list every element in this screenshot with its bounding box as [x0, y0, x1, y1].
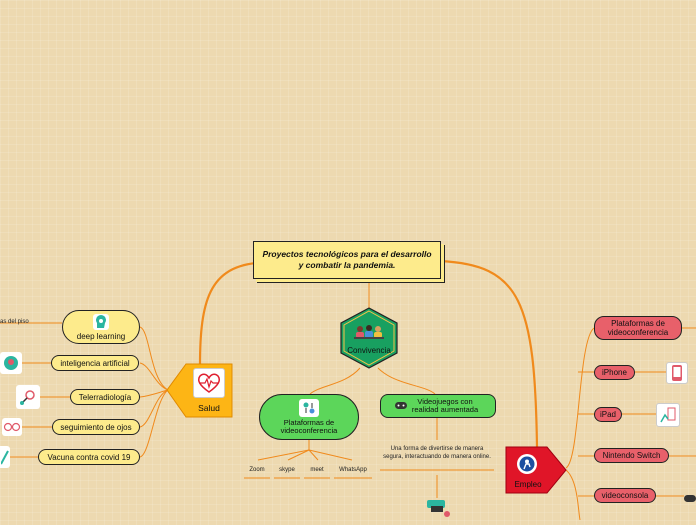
video-call-icon	[299, 398, 319, 417]
videojuegos-label: Videojuegos con realidad aumentada	[411, 396, 479, 414]
telerradiologia-label: Telerradiología	[78, 392, 132, 402]
network-search-icon	[16, 385, 40, 409]
salud-node[interactable]: Salud	[166, 363, 233, 418]
vacuna-label: Vacuna contra covid 19	[47, 452, 131, 462]
sub-skype[interactable]: skype	[279, 467, 295, 473]
empleo-node[interactable]: Empleo	[505, 446, 567, 494]
salud-item-telerradiologia[interactable]: Telerradiología	[70, 389, 140, 405]
nintendo-switch-label: Nintendo Switch	[602, 451, 661, 460]
convivencia-label: Convivencia	[347, 346, 391, 355]
heartbeat-icon	[193, 368, 225, 398]
empleo-item-iphone[interactable]: iPhone	[594, 365, 635, 380]
syringe-icon	[0, 446, 10, 468]
empleo-item-nintendo-switch[interactable]: Nintendo Switch	[594, 448, 669, 463]
salud-label: Salud	[198, 403, 220, 413]
seguimiento-de-ojos-label: seguimiento de ojos	[60, 422, 132, 432]
videoconsola-label: videoconsola	[601, 491, 649, 500]
gamepad-icon	[395, 401, 407, 413]
iphone-label: iPhone	[602, 368, 627, 377]
empleo-plataformas-label: Plataformas de videoconferencia	[607, 319, 669, 337]
salud-item-deep-learning[interactable]: deep learning	[62, 310, 140, 344]
head-brain-icon	[93, 313, 109, 330]
deep-learning-label: deep learning	[76, 331, 126, 341]
videojuegos-description: Una forma de divertirse de manera segura…	[383, 446, 491, 460]
salud-item-inteligencia-artificial[interactable]: inteligencia artificial	[51, 355, 139, 371]
plataformas-label: Plataformas de videoconferencia	[280, 417, 338, 435]
sub-meet[interactable]: meet	[310, 467, 324, 473]
salud-item-seguimiento-de-ojos[interactable]: seguimiento de ojos	[52, 419, 140, 435]
empleo-item-plataformas[interactable]: Plataformas de videoconferencia	[594, 316, 682, 340]
tablet-chart-icon	[656, 403, 680, 427]
plataformas-node[interactable]: Plataformas de videoconferencia	[259, 394, 359, 440]
central-topic[interactable]: Proyectos tecnológicos para el desarroll…	[253, 241, 441, 279]
ipad-label: iPad	[599, 410, 616, 419]
sub-whatsapp[interactable]: WhatsApp	[339, 467, 367, 473]
vr-headset-icon	[423, 498, 451, 520]
sub-zoom[interactable]: Zoom	[249, 467, 265, 473]
empleo-item-ipad[interactable]: iPad	[594, 407, 622, 422]
glasses-icon	[2, 418, 22, 436]
central-topic-label: Proyectos tecnológicos para el desarroll…	[262, 249, 432, 270]
salud-cut-text: as del piso	[0, 319, 29, 325]
ai-head-icon	[0, 352, 22, 374]
inteligencia-artificial-label: inteligencia artificial	[60, 358, 130, 368]
videojuegos-node[interactable]: Videojuegos con realidad aumentada	[380, 394, 496, 418]
people-meeting-icon	[354, 325, 384, 339]
convivencia-node[interactable]: Convivencia	[339, 307, 399, 369]
console-controller-icon	[684, 490, 696, 502]
salud-item-vacuna[interactable]: Vacuna contra covid 19	[38, 449, 140, 465]
worker-icon	[517, 454, 537, 474]
empleo-item-videoconsola[interactable]: videoconsola	[594, 488, 656, 503]
empleo-label: Empleo	[514, 480, 542, 489]
phone-icon	[666, 362, 688, 384]
